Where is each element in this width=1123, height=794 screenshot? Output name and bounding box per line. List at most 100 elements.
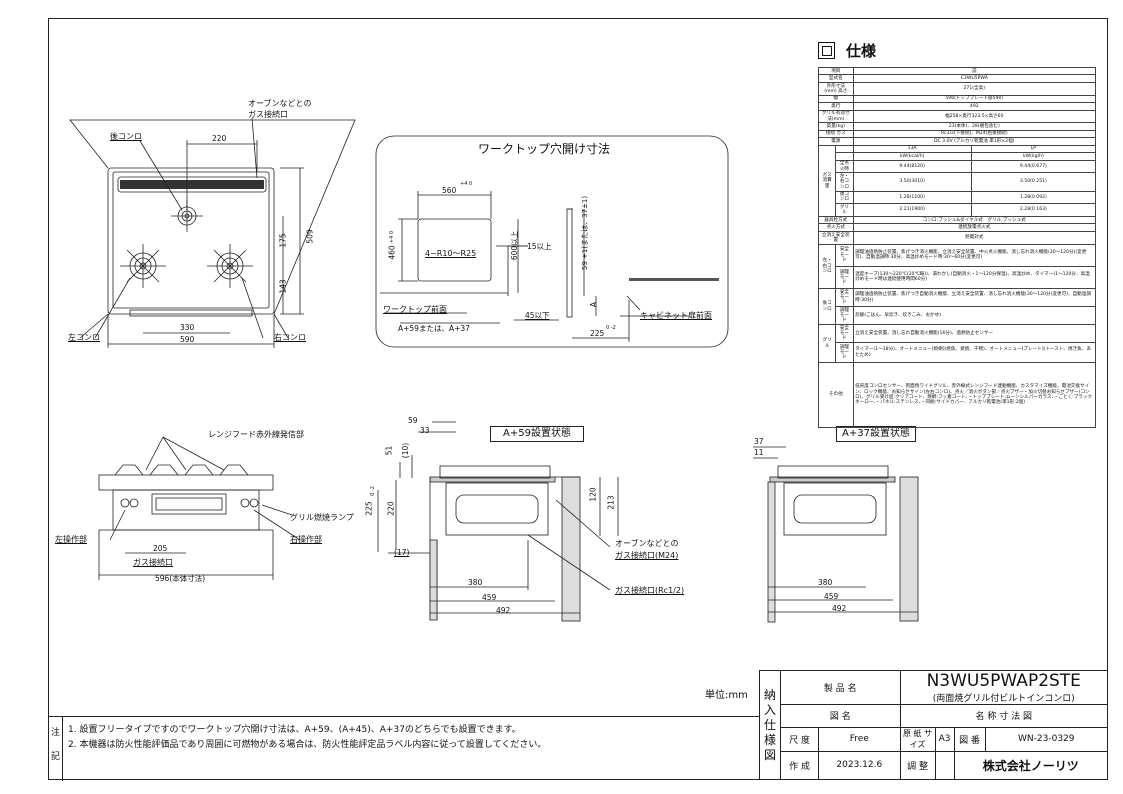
spec-cell: 3.50(3010) [852,172,972,192]
right-ops-label: 右操作部 [290,535,322,544]
side37-d11: 11 [754,448,764,457]
side37-d459: 459 [824,592,839,601]
spec-cell: グリル有効寸法(mm) [818,109,854,124]
spec-cell: グリル [835,203,854,217]
cutout-w560: 560 [442,186,457,195]
spec-cell: 調理油過熱防止装置、焦げつき自動消火機能、立消え安全装置、消し忘れ消火機能(30… [852,288,1097,308]
oven-gas-label-1: オーブンなどとの [248,99,312,108]
checked-value [934,750,955,781]
hood-sensor-label: レンジフード赤外線発信部 [208,430,304,439]
drawing-frame [48,18,1108,780]
spec-cell: 幅258×奥行323.5×高さ60 [852,109,1097,124]
spec-cell: DC 3.0V (アルカリ乾電池 単1形×2個) [852,137,1097,146]
spec-cell: 型式名 [818,74,854,83]
product-code: N3WU5PWAP2STE [926,671,1081,692]
side37-title-box: A+37設置状態 [836,426,916,442]
spec-cell: 電源 [818,137,854,146]
note-line-2: 2. 本機器は防火性能評価品であり周囲に可燃物がある場合は、防火性能評定品ラベル… [68,740,547,750]
front-view-cooktop [98,436,301,580]
spec-cell: 調理モード [835,265,854,290]
spec-cell: ガス消費量 [817,144,837,218]
spec-cell: グリル [817,324,837,364]
note-line-1: 1. 設置フリータイプですのでワークトップ穴開け寸法は、A+59、(A+45)、… [68,725,521,735]
notes-side-1: 注 [51,728,61,738]
left-burner-label: 左コンロ [68,333,100,342]
cutout-h600: 600以上 [510,230,520,261]
side59-d59: 59 [408,416,418,425]
spec-cell: 温度キープ(130〜220℃(10℃毎))、湯わかし(自動消火・1〜120分保温… [852,265,1097,290]
spec-cell: 幅 [818,94,854,104]
cutout-h59: 59 +1(または、37±1) [581,195,590,271]
side59-d17: (17) [394,548,410,557]
side59-oven-gas-2: ガス接続口(M24) [615,551,679,560]
side59-drawing [377,421,619,622]
drawing-name-label: 図 名 [780,704,901,728]
spec-cell: 外形寸法(mm) 高さ [818,81,854,96]
side59-d33: 33 [420,426,430,435]
side37-title: A+37設置状態 [842,428,910,439]
cutout-d225: 225 [590,329,605,338]
cutout-a-mark: A [589,301,599,308]
cutout-front-label: ワークトップ前面 [383,305,447,314]
dim-143: 143 [278,279,288,294]
side59-oven-gas-1: オーブンなどとの [615,539,679,548]
spec-cell: コンロ:プッシュ&ダイヤル式 グリル:プッシュ式 [852,215,1097,225]
notes-side: 注 記 [48,717,63,781]
spec-icon [818,42,835,59]
product-desc: (両面焼グリル付ビルトインコンロ) [932,694,1075,705]
spec-title: 仕様 [846,42,877,60]
side59-d220: 220 [386,501,396,516]
spec-cell: 9.44(8120) [852,159,972,174]
side59-title: A+59設置状態 [503,428,571,439]
product-cell: N3WU5PWAP2STE (両面焼グリル付ビルトインコンロ) [899,669,1109,706]
side59-d213: 213 [606,495,616,510]
dim-509: 509 [305,229,315,244]
spec-cell: LP [970,144,1097,154]
dim-330: 330 [180,323,195,332]
spec-cell: kW(kg/h) [970,152,1097,161]
top-view-cooktop [69,117,356,348]
spec-cell: 連続放電点火式 [852,223,1097,232]
spec-cell: Rc1/2(下接続)、M24(右後接続) [852,129,1097,139]
side59-gas-rc: ガス接続口(Rc1/2) [615,586,685,595]
spec-cell: 安全モード [835,324,854,344]
side59-d225: 225 [364,501,374,516]
side37-d37: 37 [754,437,764,446]
side59-d380: 380 [468,578,483,587]
spec-cell: 後コンロ [835,190,854,205]
side59-d225-tol: 0 -2 [369,486,376,496]
dim-205: 205 [153,544,168,553]
created-label: 作 成 [779,750,820,781]
spec-cell: 安全モード [835,288,854,308]
dim-220: 220 [212,134,227,143]
left-burner-drawing [120,244,166,288]
side59-d459: 459 [482,593,497,602]
spec-cell: 492 [852,102,1097,111]
side59-d10: (10) [401,442,411,459]
cutout-a-label: A+59または、A+37 [398,324,470,333]
spec-cell: 1.28(0.092) [970,190,1097,205]
dim-596: 596(本体寸法) [155,574,206,583]
product-name-label: 製 品 名 [780,669,901,706]
spec-cell [835,144,854,154]
drawing-no: WN-23-0329 [984,726,1109,752]
right-burner-label: 右コンロ [274,333,306,342]
dim-175: 175 [278,233,288,248]
spec-cell: 2.28(0.163) [970,203,1097,217]
spec-cell: 器具栓方式 [818,215,854,225]
side59-title-box: A+59設置状態 [490,426,584,442]
spec-cell: 炊飯(ごはん、早炊き、炊きこみ、おかゆ) [852,306,1097,326]
cutout-h460-tol: +4 0 [389,230,396,244]
spec-cell: 点火方式 [818,223,854,232]
spec-cell: 左・右コンロ [835,172,854,192]
cutout-title: ワークトップ穴開け寸法 [478,142,611,156]
spec-cell: 9.44(0.677) [970,159,1097,174]
side37-d380: 380 [818,578,833,587]
spec-cell: 271(全高) [852,81,1097,96]
spec-cell: 項目 [818,66,854,76]
cutout-d45: 45以下 [525,311,550,320]
title-block: 納入仕様図 製 品 名 N3WU5PWAP2STE (両面焼グリル付ビルトインコ… [759,669,1109,781]
left-ops-label: 左操作部 [55,535,87,544]
